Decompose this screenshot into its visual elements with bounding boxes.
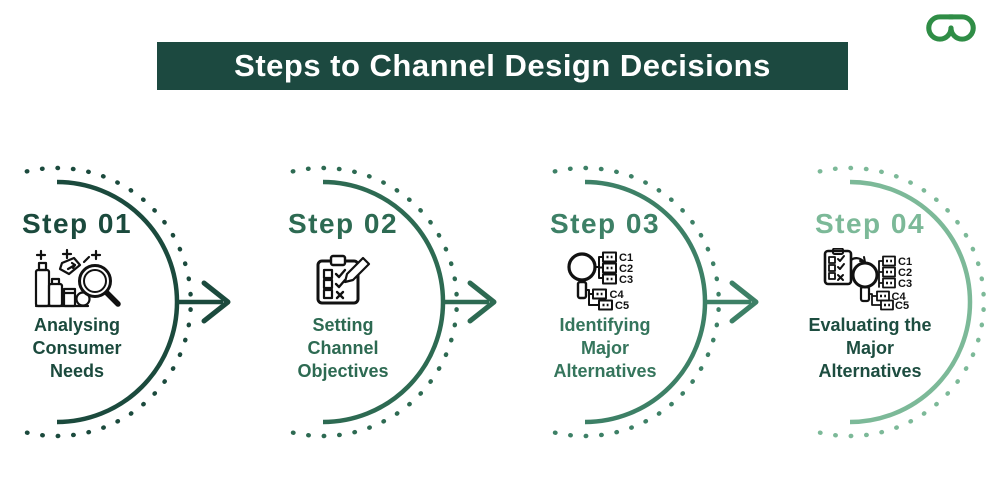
svg-text:C2: C2 <box>898 267 912 279</box>
checklist-magnifier-alternatives-icon: C1 C2 C3 C4 C5 <box>823 248 912 312</box>
step-4: Step 04 <box>710 162 1000 477</box>
step-3-label: Identifying Major Alternatives <box>553 315 657 382</box>
step-3: Step 03 C1 <box>445 162 785 477</box>
step-1-icon-wrap <box>0 246 177 314</box>
step-3-arc <box>552 165 759 439</box>
geeksforgeeks-logo-icon <box>926 14 976 42</box>
step-4-arc <box>817 165 986 439</box>
step-2-label: Setting Channel Objectives <box>297 315 389 382</box>
clipboard-checklist-icon <box>316 254 371 305</box>
svg-text:C4: C4 <box>892 291 907 303</box>
step-4-label: Evaluating the Major Alternatives <box>808 315 932 382</box>
svg-text:C2: C2 <box>619 263 633 275</box>
title-banner: Steps to Channel Design Decisions <box>157 42 848 90</box>
page-title: Steps to Channel Design Decisions <box>234 48 771 83</box>
svg-text:C1: C1 <box>898 256 912 268</box>
svg-text:C3: C3 <box>898 278 912 290</box>
step-2-title: Step 02 <box>287 208 399 239</box>
step-1-arc <box>24 165 231 439</box>
step-2-arc <box>290 165 497 439</box>
step-4-title: Step 04 <box>814 208 926 239</box>
arrow-right-icon <box>441 280 497 324</box>
step-3-icon-wrap: C1 C2 C3 C4 C5 <box>505 246 705 314</box>
step-1: Step 01 <box>0 162 257 477</box>
arrow-right-icon <box>175 280 231 324</box>
consumer-products-magnifier-icon <box>34 248 121 308</box>
arrow-right-icon <box>703 280 759 324</box>
svg-text:C5: C5 <box>615 300 629 312</box>
step-2-icon-wrap <box>243 246 443 314</box>
svg-text:C4: C4 <box>610 289 625 301</box>
step-1-title: Step 01 <box>21 208 133 239</box>
magnifier-alternatives-icon: C1 C2 C3 C4 C5 <box>567 251 633 312</box>
step-4-icon-wrap: C1 C2 C3 C4 C5 <box>770 246 970 314</box>
svg-text:C1: C1 <box>619 252 633 264</box>
step-2: Step 02 Setting Channel Objectives <box>183 162 523 477</box>
step-3-title: Step 03 <box>549 208 661 239</box>
svg-text:C3: C3 <box>619 274 633 286</box>
step-1-label: Analysing Consumer Needs <box>32 315 122 382</box>
svg-text:C5: C5 <box>895 300 909 312</box>
